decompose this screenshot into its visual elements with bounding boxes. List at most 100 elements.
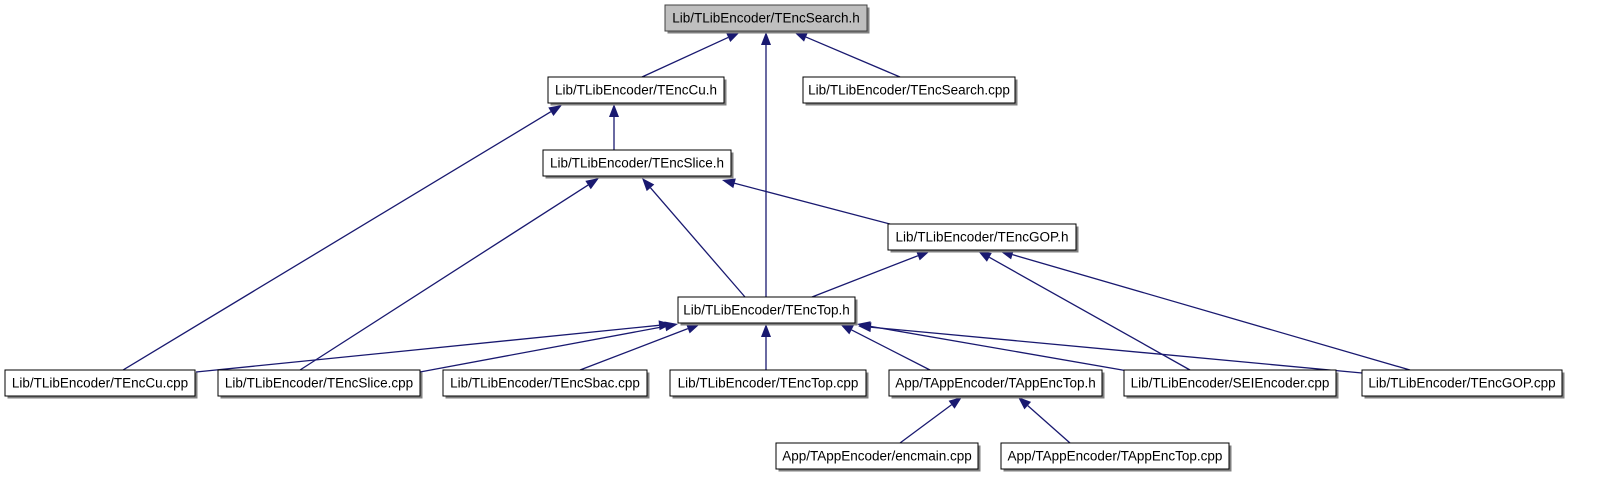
graph-edge	[722, 178, 891, 225]
edge-line	[195, 324, 660, 373]
edge-arrowhead	[585, 178, 599, 190]
nodes-layer: Lib/TLibEncoder/TEncSearch.hLib/TLibEnco…	[4, 4, 1565, 472]
node-box[interactable]	[677, 296, 856, 324]
graph-node-tenctop-cpp[interactable]: Lib/TLibEncoder/TEncTop.cpp	[669, 369, 869, 399]
graph-node-tencgop-cpp[interactable]: Lib/TLibEncoder/TEncGOP.cpp	[1361, 369, 1565, 399]
node-label: Lib/TLibEncoder/SEIEncoder.cpp	[1131, 376, 1330, 391]
node-label: App/TAppEncoder/encmain.cpp	[782, 449, 972, 464]
node-box[interactable]	[887, 223, 1077, 251]
graph-node-tencsearch-h[interactable]: Lib/TLibEncoder/TEncSearch.h	[664, 4, 870, 34]
graph-edge	[1000, 249, 1411, 371]
edge-arrowhead	[686, 323, 700, 334]
edge-arrowhead	[948, 397, 962, 409]
graph-node-tencgop-h[interactable]: Lib/TLibEncoder/TEncGOP.h	[887, 223, 1079, 253]
edge-line	[650, 187, 746, 298]
node-label: Lib/TLibEncoder/TEncCu.cpp	[12, 376, 188, 391]
edge-line	[1027, 405, 1071, 444]
node-label: Lib/TLibEncoder/TEncCu.h	[555, 83, 717, 98]
graph-edge	[761, 32, 771, 297]
edge-line	[122, 111, 552, 371]
edge-line	[899, 404, 952, 444]
node-label: Lib/TLibEncoder/TEncSlice.h	[550, 156, 724, 171]
graph-edge	[1018, 397, 1071, 444]
graph-edge	[299, 178, 599, 371]
node-box[interactable]	[547, 76, 725, 104]
node-label: App/TAppEncoder/TAppEncTop.h	[895, 376, 1096, 391]
graph-node-tenctop-h[interactable]: Lib/TLibEncoder/TEncTop.h	[677, 296, 858, 326]
node-box-root[interactable]	[664, 4, 868, 32]
graph-node-tencslice-h[interactable]: Lib/TLibEncoder/TEncSlice.h	[542, 149, 734, 179]
graph-edge	[794, 32, 901, 78]
edge-arrowhead	[609, 104, 619, 117]
edge-line	[419, 325, 666, 373]
node-box[interactable]	[4, 369, 196, 397]
node-box[interactable]	[802, 76, 1016, 104]
edge-line	[299, 184, 589, 371]
edge-line	[989, 256, 1191, 371]
graph-node-tencsbac-cpp[interactable]: Lib/TLibEncoder/TEncSbac.cpp	[442, 369, 650, 399]
graph-node-tappenctop-h[interactable]: App/TAppEncoder/TAppEncTop.h	[888, 369, 1105, 399]
node-label: Lib/TLibEncoder/TEncSlice.cpp	[225, 376, 413, 391]
edge-line	[1012, 253, 1411, 371]
graph-edge	[641, 32, 740, 78]
node-box[interactable]	[775, 442, 979, 470]
edge-arrowhead	[858, 322, 872, 333]
graph-node-tenccu-cpp[interactable]: Lib/TLibEncoder/TEncCu.cpp	[4, 369, 198, 399]
node-box[interactable]	[442, 369, 648, 397]
graph-edge	[609, 104, 619, 150]
node-label: App/TAppEncoder/TAppEncTop.cpp	[1008, 449, 1223, 464]
edge-arrowhead	[978, 251, 992, 262]
edge-line	[579, 328, 689, 371]
graph-node-tencsearch-cpp[interactable]: Lib/TLibEncoder/TEncSearch.cpp	[802, 76, 1018, 106]
graph-node-encmain-cpp[interactable]: App/TAppEncoder/encmain.cpp	[775, 442, 981, 472]
graph-edge	[419, 321, 678, 373]
graph-edge	[579, 323, 700, 371]
node-box[interactable]	[217, 369, 421, 397]
edge-line	[851, 329, 931, 371]
graph-edge	[761, 324, 771, 370]
graph-edge	[858, 322, 1363, 374]
graph-node-tappenctop-cpp[interactable]: App/TAppEncoder/TAppEncTop.cpp	[1000, 442, 1232, 472]
edge-arrowhead	[664, 321, 678, 332]
edge-arrowhead	[642, 178, 655, 192]
graph-node-tenccu-h[interactable]: Lib/TLibEncoder/TEncCu.h	[547, 76, 727, 106]
edge-arrowhead	[840, 324, 854, 335]
edge-arrowhead	[916, 251, 930, 261]
node-label: Lib/TLibEncoder/TEncSearch.cpp	[808, 83, 1010, 98]
edge-line	[870, 326, 1363, 374]
node-label: Lib/TLibEncoder/TEncGOP.cpp	[1368, 376, 1555, 391]
node-label: Lib/TLibEncoder/TEncTop.h	[683, 303, 850, 318]
edge-line	[641, 36, 729, 78]
edge-arrowhead	[794, 32, 808, 42]
node-label: Lib/TLibEncoder/TEncTop.cpp	[678, 376, 859, 391]
node-box[interactable]	[1000, 442, 1230, 470]
node-box[interactable]	[669, 369, 867, 397]
edge-arrowhead	[722, 178, 736, 189]
edge-line	[734, 182, 891, 225]
edge-arrowhead	[1018, 397, 1032, 410]
graph-edge	[195, 320, 672, 373]
edge-line	[869, 325, 1129, 372]
edge-line	[805, 36, 901, 78]
edge-line	[811, 255, 919, 298]
graph-edge	[857, 321, 1129, 372]
edge-arrowhead	[548, 105, 562, 116]
node-box[interactable]	[888, 369, 1103, 397]
graph-node-seiencoder-cpp[interactable]: Lib/TLibEncoder/SEIEncoder.cpp	[1123, 369, 1339, 399]
edge-arrowhead	[761, 32, 771, 45]
graph-edge	[122, 105, 562, 371]
graph-edge	[899, 397, 962, 444]
node-label: Lib/TLibEncoder/TEncSbac.cpp	[450, 376, 640, 391]
graph-edge	[978, 251, 1191, 371]
node-label: Lib/TLibEncoder/TEncGOP.h	[895, 230, 1068, 245]
graph-edge	[811, 251, 930, 298]
node-box[interactable]	[1361, 369, 1563, 397]
edge-arrowhead	[726, 32, 740, 42]
graph-node-tencslice-cpp[interactable]: Lib/TLibEncoder/TEncSlice.cpp	[217, 369, 423, 399]
graph-edge	[840, 324, 931, 371]
node-box[interactable]	[542, 149, 732, 177]
node-label: Lib/TLibEncoder/TEncSearch.h	[672, 11, 860, 26]
node-box[interactable]	[1123, 369, 1337, 397]
